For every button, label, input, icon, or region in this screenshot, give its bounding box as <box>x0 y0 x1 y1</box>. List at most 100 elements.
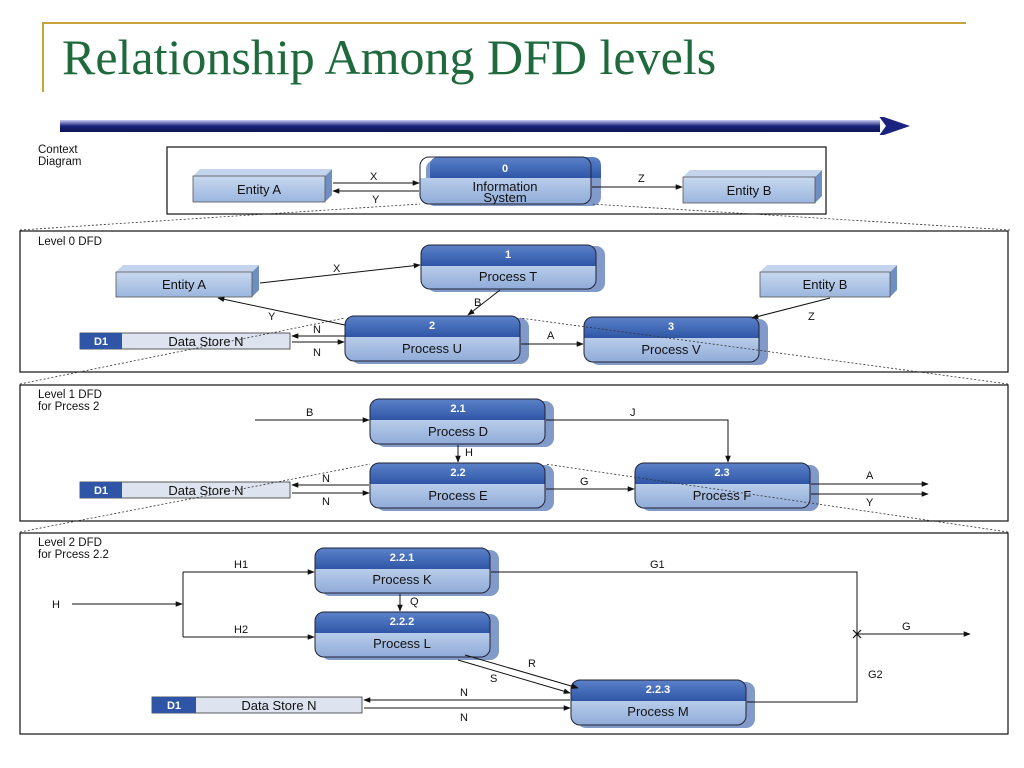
level1-process-1: 2.1 Process D <box>369 398 554 447</box>
level0-process-2: 2 Process U <box>344 315 529 364</box>
level2-process-3: 2.2.3 Process M <box>570 679 755 728</box>
level0-flow-z <box>751 297 831 320</box>
level0-process-1-id: 1 <box>505 249 511 261</box>
explode-line <box>19 317 346 385</box>
level1-process-2-name: Process E <box>428 488 488 503</box>
level2-process-2: 2.2.2 Process L <box>314 611 499 660</box>
level2-panel-label: Level 2 DFD <box>38 537 102 549</box>
level0-flow-a-label: A <box>547 330 555 342</box>
level0-process-3-id: 3 <box>668 321 674 333</box>
level1-process-1-name: Process D <box>428 424 488 439</box>
explode-line <box>544 463 1009 533</box>
level1-process-1-id: 2.1 <box>450 403 465 415</box>
level2-flow-h2-label: H2 <box>234 624 248 636</box>
level2-process-2-id: 2.2.2 <box>390 616 414 628</box>
level2-panel <box>19 532 1009 735</box>
level1-panel <box>19 384 1009 522</box>
level1-flow-y-label: Y <box>866 497 874 509</box>
context-entity-a: Entity A <box>192 169 332 203</box>
context-flow-z-label: Z <box>638 173 645 185</box>
level0-flow-y-label: Y <box>268 311 276 323</box>
level2-store-id: D1 <box>167 700 181 712</box>
level2-process-1-name: Process K <box>372 572 432 587</box>
level0-process-3-name: Process V <box>641 342 701 357</box>
level1-store-name: Data Store N <box>168 483 243 498</box>
level2-flow-s-label: S <box>490 673 497 685</box>
explode-line <box>590 203 1011 231</box>
context-entity-b: Entity B <box>682 170 822 204</box>
level2-process-3-name: Process M <box>627 704 688 719</box>
level1-process-3: 2.3 Process F <box>634 462 819 511</box>
level0-panel <box>19 230 1009 373</box>
context-panel-label-2: Diagram <box>38 156 81 168</box>
context-process-0: 0 Information System <box>419 156 601 206</box>
level0-flow-z-label: Z <box>808 311 815 323</box>
level0-entity-b-label: Entity B <box>803 277 848 292</box>
level2-flow-g1-label: G1 <box>650 559 665 571</box>
level0-process-2-name: Process U <box>402 341 462 356</box>
level2-flow-n-in-label: N <box>460 712 468 724</box>
level0-store-id: D1 <box>94 336 108 348</box>
level2-flow-g1 <box>491 571 858 634</box>
title-arrow-bar <box>60 117 910 135</box>
context-panel-label: Context <box>38 144 78 156</box>
level0-flow-n-out-label: N <box>313 324 321 336</box>
level1-panel-label: Level 1 DFD <box>38 389 102 401</box>
level0-panel-label: Level 0 DFD <box>38 236 102 248</box>
level2-flow-h1-label: H1 <box>234 559 248 571</box>
level1-process-3-name: Process F <box>693 488 752 503</box>
level2-store-name: Data Store N <box>241 698 316 713</box>
level0-flow-x-label: X <box>333 263 341 275</box>
level0-flow-y <box>217 296 346 326</box>
level1-flow-b-label: B <box>306 407 313 419</box>
level1-store-id: D1 <box>94 485 108 497</box>
level1-flow-g-label: G <box>580 476 589 488</box>
level0-flow-x <box>259 262 421 284</box>
level1-process-2-id: 2.2 <box>450 467 465 479</box>
level0-entity-b: Entity B <box>759 265 897 298</box>
level1-data-store: D1 Data Store N <box>79 481 291 499</box>
context-entity-a-label: Entity A <box>237 182 281 197</box>
level2-flow-g-label: G <box>902 621 911 633</box>
level2-process-2-name: Process L <box>373 636 431 651</box>
level0-process-2-id: 2 <box>429 320 435 332</box>
level2-flow-q-label: Q <box>410 596 419 608</box>
context-panel <box>166 146 827 215</box>
context-flow-x-label: X <box>370 171 378 183</box>
level2-panel-label-2: for Prcess 2.2 <box>38 549 109 561</box>
level1-flow-j-label: J <box>630 407 636 419</box>
level0-flow-b-label: B <box>474 297 481 309</box>
level1-flow-h-label: H <box>465 447 473 459</box>
level2-flow-r-label: R <box>528 658 536 670</box>
level2-flow-n-out-label: N <box>460 687 468 699</box>
context-process-0-id: 0 <box>502 163 508 175</box>
level0-data-store: D1 Data Store N <box>79 332 291 350</box>
title-accent-line <box>42 22 966 24</box>
level2-data-store: D1 Data Store N <box>151 696 363 714</box>
level1-flow-j <box>546 419 731 463</box>
level2-flow-r <box>464 654 579 689</box>
level0-process-1-name: Process T <box>479 269 537 284</box>
context-flow-y-label: Y <box>372 194 380 206</box>
level0-flow-n-in-label: N <box>313 347 321 359</box>
level1-process-3-id: 2.3 <box>714 467 729 479</box>
level2-process-3-id: 2.2.3 <box>646 684 670 696</box>
level2-flow-h-label: H <box>52 599 60 611</box>
explode-line <box>19 203 421 231</box>
level0-process-1: 1 Process T <box>420 244 605 292</box>
level2-flow-g2-label: G2 <box>868 669 883 681</box>
level2-process-1: 2.2.1 Process K <box>314 547 499 596</box>
level0-process-3: 3 Process V <box>583 316 768 365</box>
level2-process-1-id: 2.2.1 <box>390 552 414 564</box>
level1-flow-n-out-label: N <box>322 473 330 485</box>
level0-store-name: Data Store N <box>168 334 243 349</box>
level2-flow-g2 <box>747 634 858 703</box>
level0-entity-a-label: Entity A <box>162 277 206 292</box>
level1-process-2: 2.2 Process E <box>369 462 554 511</box>
context-entity-b-label: Entity B <box>727 183 772 198</box>
level1-flow-a-label: A <box>866 470 874 482</box>
level0-flow-b <box>467 289 501 316</box>
level1-panel-label-2: for Prcess 2 <box>38 401 99 413</box>
slide-title: Relationship Among DFD levels <box>62 29 717 85</box>
